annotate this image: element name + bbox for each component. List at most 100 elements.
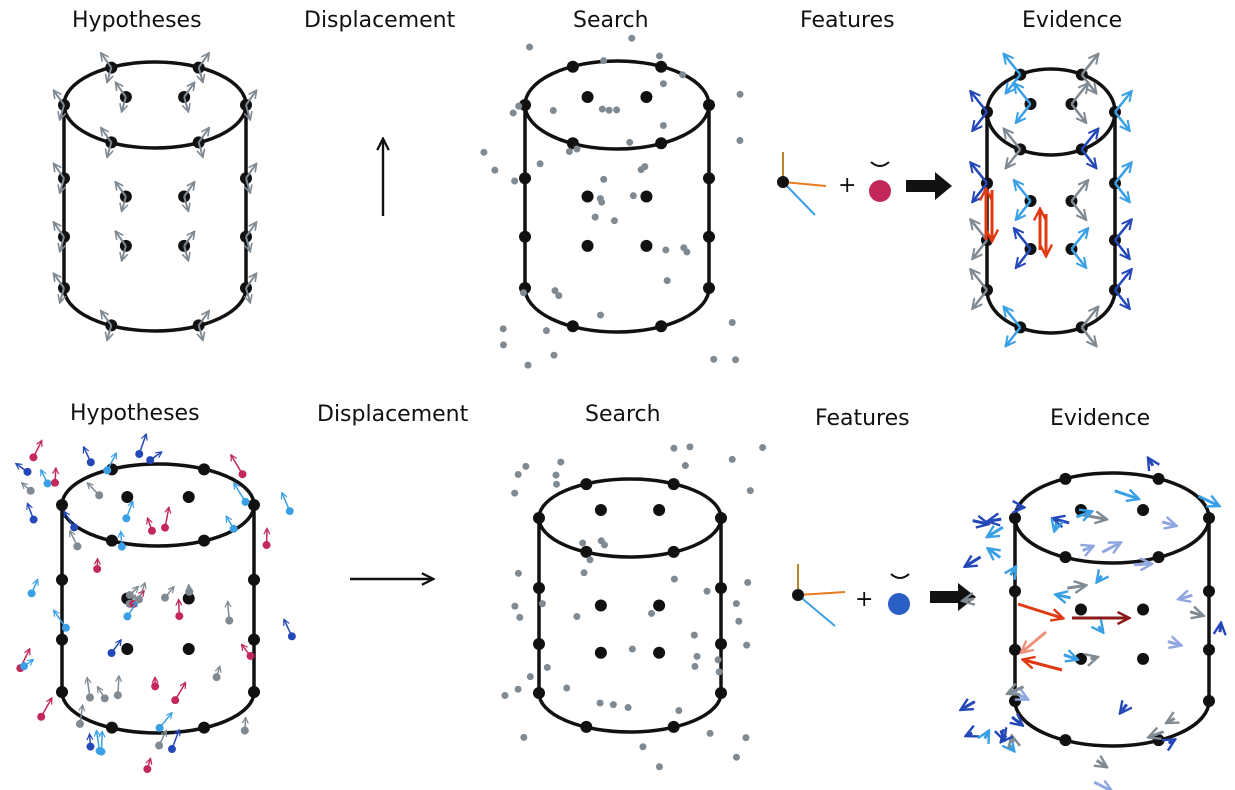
cylinder-node	[248, 633, 260, 646]
hypothesis-arrow	[1114, 182, 1129, 201]
cylinder-node	[580, 478, 593, 491]
search-point	[514, 470, 522, 478]
hypothesis-arrow	[245, 91, 256, 106]
cylinder-node	[655, 320, 668, 333]
hypothesis-arrow	[1070, 200, 1085, 219]
cylinder-node	[1137, 652, 1150, 665]
row2-label-features: Features	[815, 406, 910, 431]
hypothesis-arrow	[148, 519, 152, 532]
hypothesis-arrow	[54, 164, 65, 179]
hypothesis-arrow	[1114, 92, 1131, 113]
search-point	[591, 213, 599, 221]
cylinder-node	[715, 582, 727, 594]
hypothesis-point	[27, 589, 36, 598]
search-point	[710, 355, 718, 363]
search-point	[624, 704, 632, 712]
hypothesis-arrow	[87, 678, 90, 698]
hypothesis-arrow	[242, 645, 252, 657]
search-point	[557, 458, 565, 466]
hypothesis-arrow	[1114, 111, 1129, 130]
hypothesis-arrow	[118, 676, 119, 696]
hypothesis-arrow	[1101, 543, 1119, 552]
hypothesis-arrow	[1121, 704, 1127, 712]
coordinate-frame-icon	[792, 564, 846, 627]
hypothesis-arrow	[1220, 624, 1221, 632]
search-point	[600, 57, 608, 65]
search-point	[648, 609, 656, 617]
hypothesis-arrow	[971, 163, 988, 184]
hypothesis-arrow	[199, 142, 203, 156]
hypothesis-arrow	[54, 274, 65, 289]
cylinder-node	[653, 646, 666, 659]
search-point	[511, 602, 519, 610]
search-point	[542, 327, 550, 335]
cylinder-node	[533, 512, 545, 524]
hypothesis-arrow	[962, 702, 976, 710]
search-point	[735, 617, 743, 625]
hypothesis-arrow	[217, 667, 220, 678]
search-point	[597, 537, 605, 545]
hypothesis-arrow	[1114, 491, 1138, 499]
hypothesis-arrow	[60, 177, 64, 192]
hypothesis-arrow	[197, 54, 209, 69]
hypothesis-arrow	[183, 232, 194, 247]
row1-label-evidence: Evidence	[1022, 8, 1122, 33]
hypothesis-arrow	[1075, 512, 1090, 517]
cylinder-node	[105, 721, 118, 734]
cylinder-node	[182, 642, 195, 655]
hypothesis-arrow	[129, 587, 138, 596]
cylinder-row1-hypotheses	[58, 60, 252, 333]
hypothesis-arrow	[1057, 595, 1071, 598]
hypothesis-arrow	[1134, 564, 1151, 565]
hypothesis-arrow	[1017, 200, 1032, 219]
cylinder-node	[1009, 643, 1021, 656]
search-point	[600, 175, 608, 183]
hypothesis-arrow	[1054, 519, 1070, 523]
hypothesis-arrow	[1167, 718, 1174, 722]
hypothesis-arrow	[197, 128, 209, 143]
cylinder-node	[703, 230, 715, 243]
search-point	[516, 613, 524, 621]
hypothesis-arrow	[1006, 326, 1022, 345]
hypothesis-arrow	[1090, 657, 1096, 659]
hypothesis-arrow	[1015, 229, 1032, 250]
search-point	[706, 729, 714, 737]
hypothesis-arrow	[179, 600, 180, 617]
cylinder-node	[121, 642, 134, 655]
hypothesis-arrow	[183, 83, 194, 98]
search-point	[573, 145, 581, 153]
hypothesis-arrow	[971, 92, 988, 113]
hypothesis-arrow	[32, 441, 41, 458]
search-point	[519, 289, 527, 297]
hypothesis-arrow	[1055, 523, 1057, 530]
search-point	[549, 106, 557, 114]
hypothesis-arrow	[1017, 602, 1062, 618]
search-point	[579, 539, 587, 547]
search-point	[681, 462, 689, 470]
hypothesis-arrow	[84, 447, 92, 463]
hypothesis-arrow	[80, 706, 83, 725]
search-point	[628, 34, 636, 42]
hypothesis-arrow	[122, 245, 126, 260]
cylinder-row2-hypotheses	[56, 462, 260, 735]
row2-label-evidence: Evidence	[1050, 406, 1150, 431]
search-point	[605, 106, 613, 114]
hypothesis-arrow	[1149, 459, 1153, 466]
hypothesis-arrow	[1012, 717, 1022, 725]
cylinder-node	[519, 99, 531, 111]
row1-labels: Hypotheses Displacement Search Features …	[72, 8, 1122, 33]
cylinder-node	[1059, 734, 1072, 747]
cylinder-node	[1137, 504, 1150, 516]
hypothesis-arrow	[1179, 595, 1193, 599]
hypothesis-arrow	[1015, 84, 1032, 105]
row1-label-features: Features	[800, 8, 895, 33]
hypothesis-arrow	[199, 325, 203, 339]
hypothesis-arrow	[121, 532, 122, 547]
hypothesis-arrow	[174, 683, 185, 701]
hypothesis-arrow	[966, 557, 982, 566]
search-point	[511, 177, 519, 185]
thick-arrow-icon	[906, 172, 952, 200]
search-point	[728, 319, 736, 327]
cylinder-node	[566, 320, 579, 333]
cylinder-node	[1203, 695, 1215, 707]
